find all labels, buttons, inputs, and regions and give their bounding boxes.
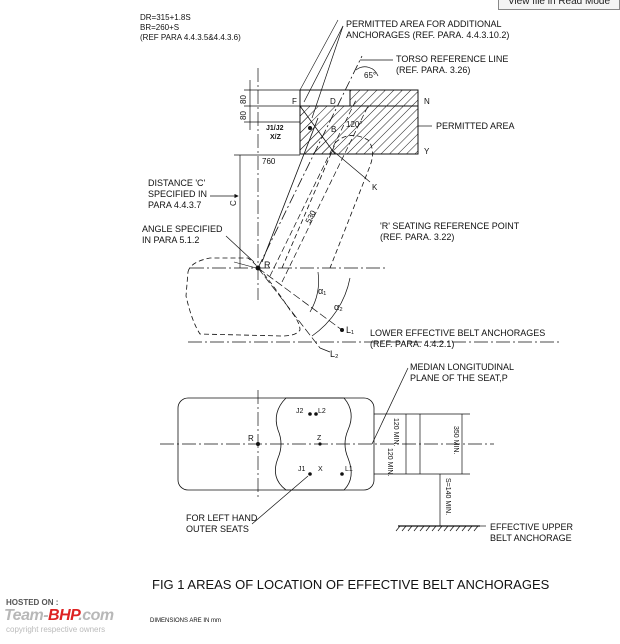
- watermark-logo: Team-BHP.com: [4, 607, 114, 625]
- angle-spec-tick: [233, 261, 257, 269]
- angle-65: 65°: [364, 71, 376, 80]
- point-l1: L₁: [346, 325, 354, 335]
- angle-spec-line-1: ANGLE SPECIFIED: [142, 224, 223, 234]
- dim-min120b: 120 MIN.: [386, 448, 393, 476]
- formula-line-3: (REF PARA 4.4.3.5&4.4.3.6): [140, 33, 241, 42]
- watermark-hosted-label: HOSTED ON :: [6, 598, 59, 607]
- distance-c-line-3: PARA 4.4.3.7: [148, 200, 201, 210]
- plan-j1-marker: [308, 472, 312, 476]
- team-bhp-watermark: HOSTED ON : Team-BHP.com copyright respe…: [4, 598, 194, 636]
- angle-spec-line-2: IN PARA 5.1.2: [142, 235, 199, 245]
- lower-belt-line-1: [257, 267, 343, 331]
- dim-530: 530: [304, 208, 318, 224]
- dim-s140: S=140 MIN.: [444, 478, 451, 515]
- additional-leader-2: [311, 25, 344, 119]
- plan-l2: L2: [318, 408, 326, 415]
- point-y: Y: [424, 147, 430, 156]
- xz-label: X/Z: [270, 134, 282, 141]
- torso-offset-line-1: [269, 99, 357, 277]
- point-r: R: [264, 260, 271, 270]
- dim-120: 120°: [346, 120, 363, 129]
- left-hand-leader: [251, 475, 309, 525]
- median-line-2: PLANE OF THE SEAT,P: [410, 373, 508, 383]
- plan-l1: L1: [345, 466, 353, 473]
- point-b: B: [331, 125, 336, 134]
- point-l2: L₂: [330, 349, 339, 359]
- r-seat-line-2: (REF. PARA. 3.22): [380, 232, 454, 242]
- dim-80a: 80: [239, 95, 248, 104]
- upper-anch-line-2: BELT ANCHORAGE: [490, 533, 572, 543]
- permitted-additional-line-2: ANCHORAGES (REF. PARA. 4.4.3.10.2): [346, 30, 509, 40]
- watermark-logo-left: Team-: [4, 607, 49, 624]
- plan-x: X: [318, 466, 323, 473]
- additional-leader-1: [303, 25, 344, 103]
- upper-anchorage-ticks: [395, 525, 479, 532]
- l2-leader: [319, 347, 331, 353]
- figure-caption: FIG 1 AREAS OF LOCATION OF EFFECTIVE BEL…: [152, 577, 550, 592]
- distance-c-line-1: DISTANCE 'C': [148, 178, 206, 188]
- alpha1-arc: [309, 271, 319, 313]
- plan-j2-marker: [308, 412, 312, 416]
- torso-line-2: (REF. PARA. 3.26): [396, 65, 470, 75]
- dim-min350: 350 MIN.: [452, 426, 459, 454]
- dim-760: 760: [262, 157, 276, 166]
- watermark-copyright: copyright respective owners: [6, 625, 106, 634]
- median-line-1: MEDIAN LONGITUDINAL: [410, 362, 514, 372]
- additional-leader-3: [299, 19, 339, 91]
- left-hand-line-1: FOR LEFT HAND: [186, 513, 258, 523]
- watermark-logo-tail: .com: [78, 607, 114, 624]
- plan-j2: J2: [296, 408, 304, 415]
- torso-line-1: TORSO REFERENCE LINE: [396, 54, 508, 64]
- seat-plan-inner: [274, 397, 352, 491]
- dim-80b: 80: [239, 111, 248, 120]
- plan-l1-marker: [340, 472, 344, 476]
- plan-z-marker: [318, 442, 322, 446]
- torso-reference-line: [257, 55, 363, 269]
- dimensions-footnote: DIMENSIONS ARE IN mm: [150, 618, 221, 624]
- permitted-area-label: PERMITTED AREA: [436, 121, 515, 131]
- plan-r-marker: [256, 442, 260, 446]
- point-d: D: [330, 97, 336, 106]
- k-leader: [331, 149, 371, 183]
- distance-c-line-2: SPECIFIED IN: [148, 189, 207, 199]
- dim-c: C: [229, 200, 238, 206]
- left-hand-line-2: OUTER SEATS: [186, 524, 249, 534]
- plan-l2-marker: [314, 412, 318, 416]
- alpha2-label: α₂: [334, 302, 343, 312]
- lower-anch-line-1: LOWER EFFECTIVE BELT ANCHORAGES: [370, 328, 545, 338]
- formula-line-1: DR=315+1.8S: [140, 13, 191, 22]
- angle-spec-leader: [225, 235, 255, 263]
- l1-marker: [340, 328, 344, 332]
- permitted-additional-line-1: PERMITTED AREA FOR ADDITIONAL: [346, 19, 502, 29]
- lower-anch-line-2: (REF. PARA. 4.4.2.1): [370, 339, 454, 349]
- view-read-mode-button[interactable]: View file in Read Mode: [498, 0, 620, 10]
- belt-line-upper: [261, 117, 319, 263]
- upper-anch-line-1: EFFECTIVE UPPER: [490, 522, 574, 532]
- lower-belt-line-2: [257, 267, 321, 349]
- alpha1-label: α₁: [318, 286, 326, 296]
- watermark-logo-bhp: BHP: [48, 607, 79, 624]
- point-k: K: [372, 183, 378, 192]
- j1j2-label: J1/J2: [266, 125, 284, 132]
- seat-cushion-outline: [185, 257, 301, 337]
- formula-line-2: BR=260+S: [140, 23, 179, 32]
- r-seat-line-1: 'R' SEATING REFERENCE POINT: [380, 221, 520, 231]
- point-j-marker: [308, 126, 312, 130]
- angle-65-arc: [355, 66, 379, 77]
- dim-min120a: 120 MIN.: [392, 418, 399, 446]
- alpha2-arc: [311, 277, 351, 337]
- seat-back-outline: [281, 135, 373, 269]
- plan-r: R: [248, 434, 254, 443]
- point-n: N: [424, 97, 430, 106]
- median-leader: [371, 367, 409, 445]
- permitted-area-additional-box: [299, 89, 351, 107]
- point-f: F: [292, 97, 297, 106]
- plan-j1: J1: [298, 466, 306, 473]
- plan-z: Z: [317, 435, 322, 442]
